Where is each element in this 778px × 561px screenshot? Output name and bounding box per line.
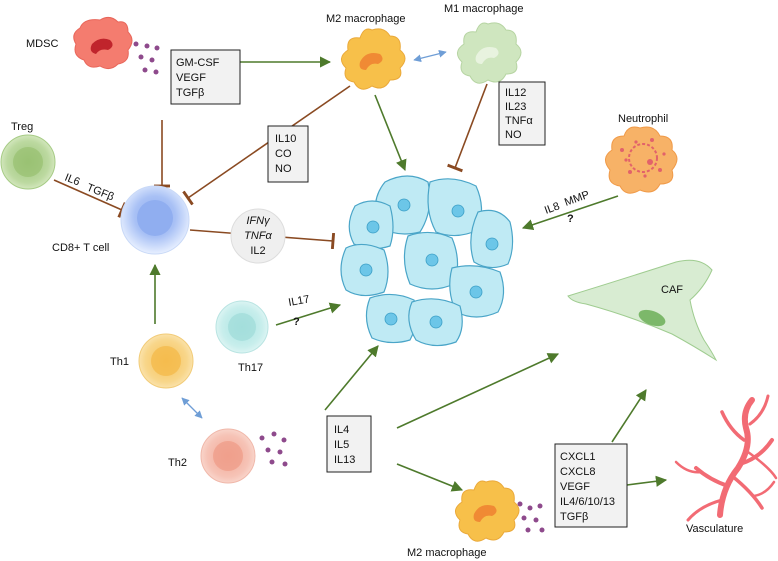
th17-cell-icon bbox=[215, 300, 269, 354]
box-line: IL23 bbox=[505, 101, 526, 113]
box-line: IL4 bbox=[334, 424, 349, 436]
th1-th2-interaction-arrow bbox=[181, 397, 203, 419]
th1-label: Th1 bbox=[110, 356, 129, 368]
m2-bottom-factors-box: CXCL1 CXCL8 VEGF IL4/6/10/13 TGFβ bbox=[554, 443, 628, 528]
box-line: CXCL8 bbox=[560, 466, 595, 478]
th2-factors-box: IL4 IL5 IL13 bbox=[326, 415, 372, 473]
neutrophil-label: Neutrophil bbox=[618, 113, 668, 125]
bubble-line: IL2 bbox=[250, 245, 265, 257]
th17-to-tumor-arrow bbox=[275, 302, 342, 326]
m1-factors-box: IL12 IL23 TNFα NO bbox=[498, 81, 546, 146]
mdsc-factors-box: GM-CSF VEGF TGFβ bbox=[170, 49, 241, 105]
box-line: IL5 bbox=[334, 439, 349, 451]
th2-cell-icon bbox=[200, 428, 256, 484]
th1-cell-icon bbox=[138, 333, 194, 389]
th2factors-to-caf-arrow bbox=[396, 353, 560, 429]
cd8-cytokine-bubble: IFNγ TNFα IL2 bbox=[230, 208, 286, 264]
box-line: TNFα bbox=[505, 115, 533, 127]
treg-cell-icon bbox=[0, 134, 56, 190]
box-line: CO bbox=[275, 148, 292, 160]
m2-m1-interaction-arrow bbox=[413, 49, 447, 63]
bubble-line: IFNγ bbox=[246, 215, 271, 227]
m2-factors-box: IL10 CO NO bbox=[267, 125, 309, 183]
box-line: CXCL1 bbox=[560, 451, 595, 463]
vasculature-icon bbox=[674, 394, 778, 522]
m2factors-to-caf-arrow bbox=[611, 389, 647, 443]
m1-to-tumor-inhibit bbox=[447, 83, 488, 173]
m2-top-label: M2 macrophage bbox=[326, 13, 406, 25]
m2factors-to-vasculature-arrow bbox=[626, 475, 668, 487]
treg-to-cd8-inhibit bbox=[53, 179, 127, 218]
box-line: GM-CSF bbox=[176, 57, 220, 69]
box-line: VEGF bbox=[176, 72, 206, 84]
th2factors-to-m2-arrow bbox=[396, 463, 464, 492]
box-line: IL10 bbox=[275, 133, 296, 145]
caf-label: CAF bbox=[661, 284, 683, 296]
th17-label: Th17 bbox=[238, 362, 263, 374]
box-line: TGFβ bbox=[176, 87, 204, 99]
m2-to-tumor-arrow bbox=[374, 94, 407, 172]
th2factors-to-tumor-arrow bbox=[324, 345, 379, 411]
box-line: IL12 bbox=[505, 87, 526, 99]
neutrophil-cell-icon bbox=[605, 126, 678, 194]
mdsc-label: MDSC bbox=[26, 38, 58, 50]
th2-cytokine-dots bbox=[259, 431, 288, 467]
th17-il17-label: IL17 bbox=[287, 293, 310, 309]
caf-cell-icon bbox=[567, 259, 718, 362]
vasculature-label: Vasculature bbox=[686, 523, 743, 535]
m2-macrophage-top-icon bbox=[341, 28, 406, 90]
th2-label: Th2 bbox=[168, 457, 187, 469]
th17-question-label: ? bbox=[293, 316, 300, 328]
mdsc-cell-icon bbox=[73, 16, 133, 70]
box-line: NO bbox=[505, 129, 522, 141]
box-line: IL13 bbox=[334, 454, 355, 466]
neutrophil-question-label: ? bbox=[567, 213, 574, 225]
bubble-line: TNFα bbox=[244, 230, 272, 242]
treg-label: Treg bbox=[11, 121, 33, 133]
cd8-t-cell-icon bbox=[120, 185, 190, 255]
m1-macrophage-icon bbox=[457, 22, 522, 84]
m2-bottom-cytokine-dots bbox=[517, 501, 545, 533]
m2-macrophage-bottom-icon bbox=[455, 480, 520, 542]
treg-il6-label: IL6 bbox=[63, 172, 82, 189]
box-line: TGFβ bbox=[560, 511, 588, 523]
neutrophil-il8-label: IL8 bbox=[543, 200, 561, 217]
neutrophil-to-tumor-arrow bbox=[521, 195, 619, 231]
mdsc-cytokine-dots bbox=[133, 41, 160, 75]
tumor-nuclei bbox=[359, 198, 499, 329]
cd8-label: CD8+ T cell bbox=[52, 242, 109, 254]
box-line: VEGF bbox=[560, 481, 590, 493]
m2-bottom-label: M2 macrophage bbox=[407, 547, 487, 559]
box-line: IL4/6/10/13 bbox=[560, 496, 615, 508]
m1-label: M1 macrophage bbox=[444, 3, 524, 15]
box-line: NO bbox=[275, 163, 292, 175]
